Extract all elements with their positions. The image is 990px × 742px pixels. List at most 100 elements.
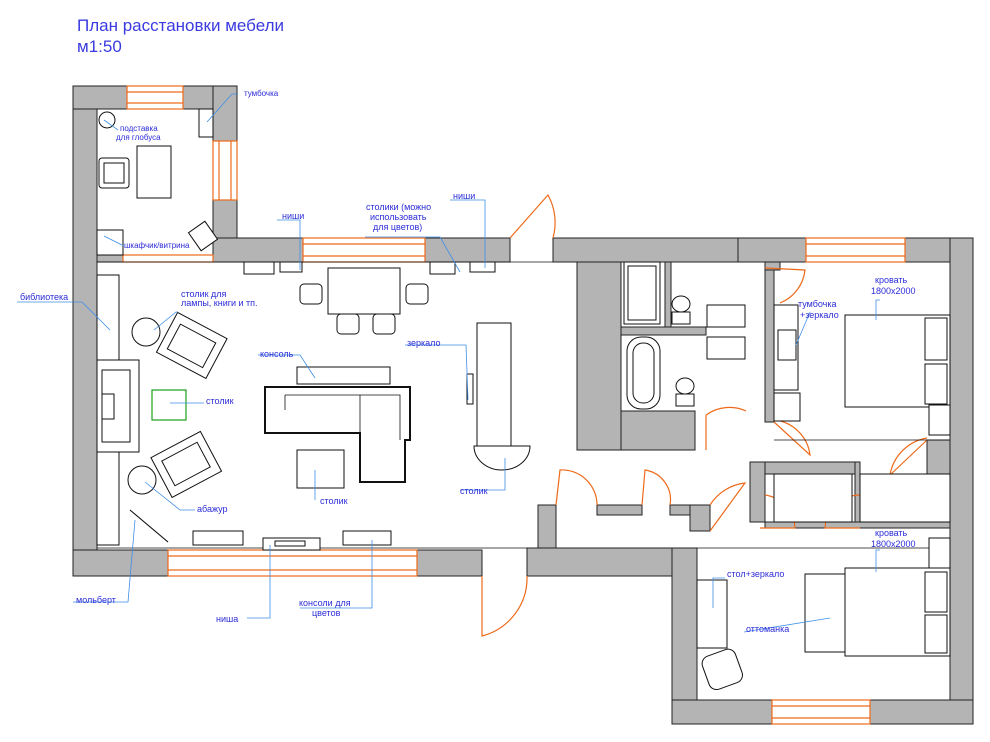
label-tumb-zerk-2: +зеркало <box>800 310 839 320</box>
window-study-bottom <box>122 254 214 263</box>
niche-top-1 <box>243 261 275 275</box>
globe-stand <box>98 111 116 129</box>
wall-living-bottom-left <box>72 549 169 577</box>
closet-1 <box>773 473 853 523</box>
niche-top-2 <box>279 261 303 273</box>
wall-corridor-left <box>537 504 557 549</box>
bed1-nightstand <box>928 404 951 436</box>
living-furniture <box>96 261 531 551</box>
plan-scale: м1:50 <box>77 37 122 56</box>
bedroom1-furniture <box>773 304 951 523</box>
window-study-top <box>126 85 184 110</box>
sofa-console <box>296 366 391 385</box>
label-zerkalo: зеркало <box>407 338 441 348</box>
wall-closet-left <box>749 461 766 523</box>
corner-sofa <box>264 386 411 483</box>
walls <box>72 85 974 725</box>
wall-bed-divider-mid <box>764 461 856 475</box>
sink-2 <box>706 336 746 360</box>
door-bed1-top <box>764 267 806 304</box>
leader-lines <box>17 93 880 633</box>
wall-corridor-mid3 <box>689 504 711 532</box>
wall-bed2-bottom-right <box>869 699 974 725</box>
round-table <box>473 445 531 471</box>
wall-bed2-left <box>671 547 698 725</box>
wall-top-mid-right <box>737 237 807 263</box>
door-entrance <box>509 193 556 239</box>
study-desk <box>136 145 172 199</box>
wall-bath-left <box>576 261 622 451</box>
label-tumbochka: тумбочка <box>244 89 279 98</box>
label-stolik-green: столик <box>206 396 234 406</box>
mirror-column <box>476 322 512 447</box>
label-ottomanka: оттоманка <box>746 624 789 634</box>
label-krovat2-2: 1800x2000 <box>871 539 916 549</box>
green-table <box>151 389 187 421</box>
door-closet <box>889 437 928 477</box>
window-study-right <box>212 140 238 201</box>
wall-bath-top <box>552 237 739 263</box>
label-tumb-zerk-1: тумбочка <box>798 299 837 309</box>
study-cabinet <box>198 108 214 138</box>
wall-living-top-left <box>212 237 304 263</box>
labels: тумбочка подставка для глобуса шкафчик/в… <box>20 89 916 634</box>
bath-furniture <box>623 261 746 410</box>
wall-bath-inner <box>664 261 672 328</box>
label-podstavka-2: для глобуса <box>116 133 161 142</box>
label-stoliki-2: использовать <box>370 212 427 222</box>
label-podstavka-1: подставка <box>120 124 158 133</box>
study-vitrine <box>96 229 124 256</box>
label-stoliki-1: столики (можно <box>366 202 431 212</box>
wall-right <box>949 237 974 725</box>
window-living-top <box>302 237 426 263</box>
wall-bath-bottom <box>620 410 696 451</box>
label-biblioteka: библиотека <box>20 292 68 302</box>
bed2-chair <box>701 648 743 691</box>
sink-1 <box>706 304 746 328</box>
wall-living-top-mid <box>424 237 511 263</box>
wall-left <box>72 85 98 577</box>
label-krovat1-1: кровать <box>875 275 908 285</box>
mirror <box>466 373 474 405</box>
wall-bed1-left-cap <box>764 261 781 271</box>
dining-chair-4 <box>372 313 396 335</box>
label-stolik-lamp-1: столик для <box>181 289 227 299</box>
closet-2 <box>859 473 951 523</box>
bed1-chair <box>773 392 801 422</box>
label-nishi-left: ниши <box>282 211 304 221</box>
wall-closet-mid <box>854 461 861 523</box>
study-chair <box>187 220 219 252</box>
wall-corridor-bottom <box>526 547 698 577</box>
label-nishi-right: ниши <box>453 191 475 201</box>
label-konsoli-2: цветов <box>312 608 341 618</box>
niche-top-3 <box>429 261 456 275</box>
door-bath <box>705 406 747 450</box>
label-stol-zerkalo: стол+зеркало <box>727 569 784 579</box>
label-nisha: ниша <box>216 614 238 624</box>
desk-mirror <box>696 579 728 649</box>
center-table <box>296 449 345 489</box>
niche-top-4 <box>469 261 496 273</box>
ottoman <box>804 573 848 653</box>
door-bed1 <box>773 419 811 457</box>
window-bed1-top <box>805 237 906 263</box>
label-konsoli-1: консоли для <box>299 598 351 608</box>
toilet-2 <box>675 377 695 395</box>
wall-bed2-bottom-left <box>671 699 773 725</box>
label-konsol: консоль <box>260 349 294 359</box>
bedroom2-furniture <box>696 537 951 691</box>
dining-chair-2 <box>405 283 429 305</box>
window-bed2-bottom <box>771 699 871 725</box>
label-stolik-lamp-2: лампы, книги и тп. <box>181 298 258 308</box>
label-shkafchik: шкафчик/витрина <box>124 241 190 250</box>
bed2-nightstand <box>928 537 951 569</box>
dining-table <box>327 267 401 315</box>
label-stoliki-3: для цветов) <box>373 222 422 232</box>
door-living-bottom <box>481 575 528 637</box>
wall-corridor-mid1 <box>596 504 643 516</box>
wall-living-bottom-mid <box>416 549 483 577</box>
label-stolik-center: столик <box>320 496 348 506</box>
lamp-shade <box>127 465 157 495</box>
